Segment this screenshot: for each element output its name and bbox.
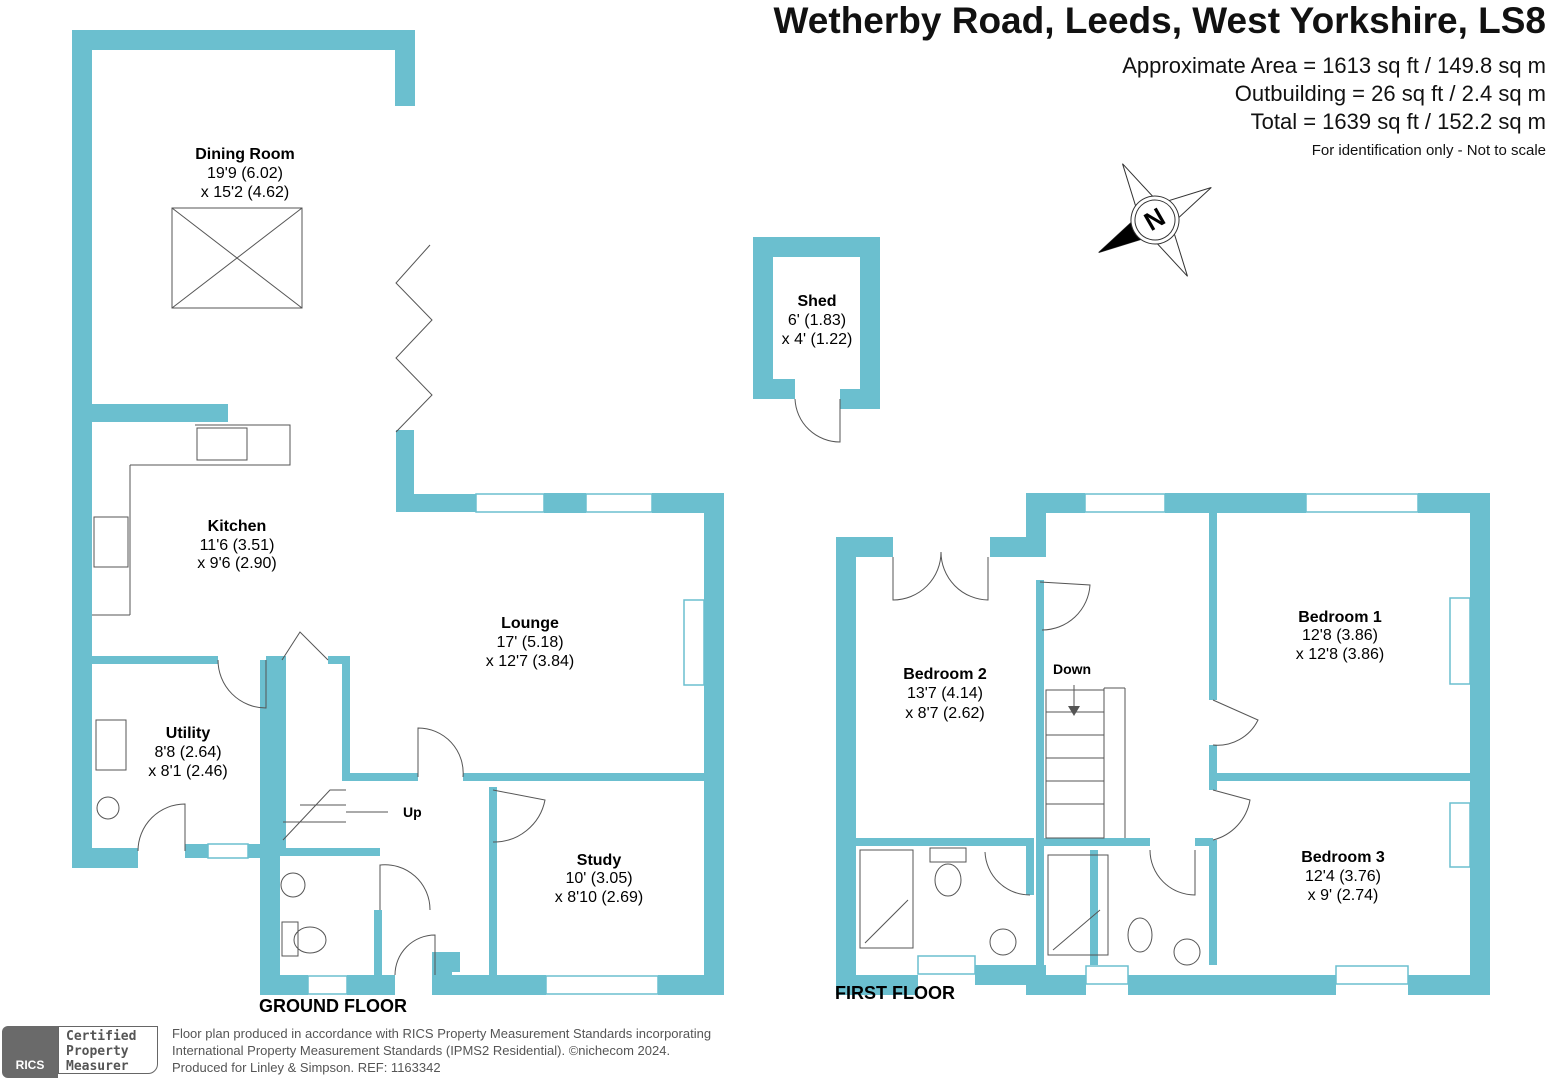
room-name: Kitchen: [208, 518, 267, 535]
room-bedroom-1: Bedroom 1 12'8 (3.86) x 12'8 (3.86): [1296, 609, 1384, 663]
footer-line: Floor plan produced in accordance with R…: [172, 1026, 712, 1041]
room-bedroom-3: Bedroom 3 12'4 (3.76) x 9' (2.74): [1301, 849, 1385, 904]
room-dim: x 8'7 (2.62): [905, 705, 985, 722]
room-dim: 19'9 (6.02): [207, 165, 283, 182]
room-name: Utility: [166, 725, 211, 742]
room-dim: 12'8 (3.86): [1302, 627, 1378, 644]
outbuilding-area: Outbuilding = 26 sq ft / 2.4 sq m: [1234, 81, 1546, 106]
ground-floor-label: GROUND FLOOR: [259, 996, 407, 1016]
room-dim: 13'7 (4.14): [907, 685, 983, 702]
staircase: [1046, 685, 1126, 838]
room-kitchen: Kitchen 11'6 (3.51) x 9'6 (2.90): [197, 518, 277, 572]
ground-floor-walls: Up: [72, 30, 724, 995]
approx-area: Approximate Area = 1613 sq ft / 149.8 sq…: [1122, 53, 1546, 78]
rics-logo: RICS: [2, 1026, 58, 1078]
room-dim: x 15'2 (4.62): [201, 184, 289, 201]
stairs-up-label: Up: [403, 804, 422, 820]
room-name: Shed: [797, 293, 836, 310]
shed-walls: [753, 237, 880, 443]
room-dim: x 8'1 (2.46): [148, 763, 228, 780]
room-dim: 11'6 (3.51): [200, 537, 275, 554]
room-name: Study: [577, 852, 622, 869]
room-name: Bedroom 2: [903, 666, 987, 683]
room-dim: 12'4 (3.76): [1305, 868, 1381, 885]
room-dim: 8'8 (2.64): [154, 744, 221, 761]
north-compass-icon: N: [1098, 163, 1212, 277]
scale-note: For identification only - Not to scale: [1311, 142, 1546, 159]
room-dim: 17' (5.18): [496, 634, 563, 651]
room-dim: 6' (1.83): [788, 312, 846, 329]
room-dim: x 9' (2.74): [1308, 887, 1379, 904]
stairs-down-label: Down: [1053, 661, 1091, 677]
room-bedroom-2: Bedroom 2 13'7 (4.14) x 8'7 (2.62): [903, 666, 987, 722]
footer-line: Produced for Linley & Simpson. REF: 1163…: [172, 1060, 441, 1075]
property-title: Wetherby Road, Leeds, West Yorkshire, LS…: [773, 0, 1546, 41]
room-lounge: Lounge 17' (5.18) x 12'7 (3.84): [486, 615, 574, 670]
room-study: Study 10' (3.05) x 8'10 (2.69): [555, 852, 643, 906]
room-dim: 10' (3.05): [565, 870, 632, 887]
room-name: Bedroom 3: [1301, 849, 1385, 866]
room-name: Lounge: [501, 615, 559, 632]
room-dim: x 12'7 (3.84): [486, 653, 574, 670]
first-floor-walls: Down: [836, 493, 1490, 995]
room-shed: Shed 6' (1.83) x 4' (1.22): [782, 293, 853, 348]
room-name: Bedroom 1: [1298, 609, 1382, 626]
room-dim: x 4' (1.22): [782, 331, 853, 348]
first-floor-label: FIRST FLOOR: [835, 983, 955, 1003]
footer-line: International Property Measurement Stand…: [172, 1043, 671, 1058]
footer-notes: Floor plan produced in accordance with R…: [172, 1025, 711, 1076]
room-dim: x 12'8 (3.86): [1296, 646, 1384, 663]
total-area: Total = 1639 sq ft / 152.2 sq m: [1250, 109, 1546, 134]
room-dining: Dining Room 19'9 (6.02) x 15'2 (4.62): [195, 146, 295, 201]
room-dim: x 9'6 (2.90): [197, 555, 277, 572]
room-dim: x 8'10 (2.69): [555, 889, 643, 906]
room-name: Dining Room: [195, 146, 295, 163]
room-utility: Utility 8'8 (2.64) x 8'1 (2.46): [148, 725, 228, 780]
